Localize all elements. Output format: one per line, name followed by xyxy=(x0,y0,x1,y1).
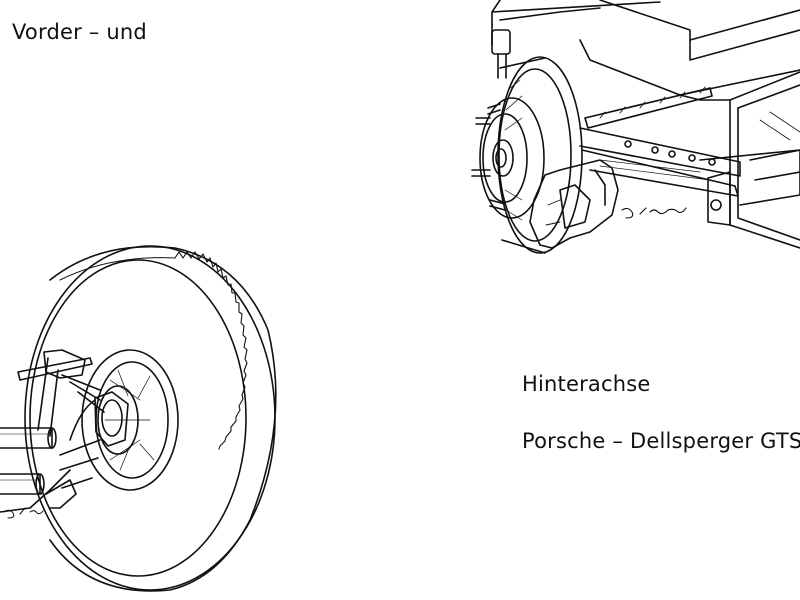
caption-hinterachse: Hinterachse xyxy=(522,372,651,396)
front-tyre xyxy=(24,245,277,592)
rear-tie-rod xyxy=(584,86,713,129)
rear-brake-caliper xyxy=(529,159,619,249)
rear-axle-illustration xyxy=(471,0,800,254)
front-signature xyxy=(3,507,44,519)
front-axle-tubes xyxy=(0,427,77,513)
front-hub xyxy=(94,385,139,455)
front-wheel-rim xyxy=(81,349,179,491)
front-wishbones xyxy=(17,349,105,489)
rear-brake-disc xyxy=(497,56,583,254)
rear-trailing-arm xyxy=(579,127,800,226)
caption-vorder-und: Vorder – und xyxy=(12,20,147,44)
caption-model-name: Porsche – Dellsperger GTS xyxy=(522,429,800,453)
rear-signature xyxy=(621,207,687,219)
rear-shock-absorber xyxy=(491,29,511,79)
front-axle-illustration xyxy=(0,245,277,592)
rear-hub xyxy=(471,97,545,219)
rear-frame xyxy=(491,0,800,249)
